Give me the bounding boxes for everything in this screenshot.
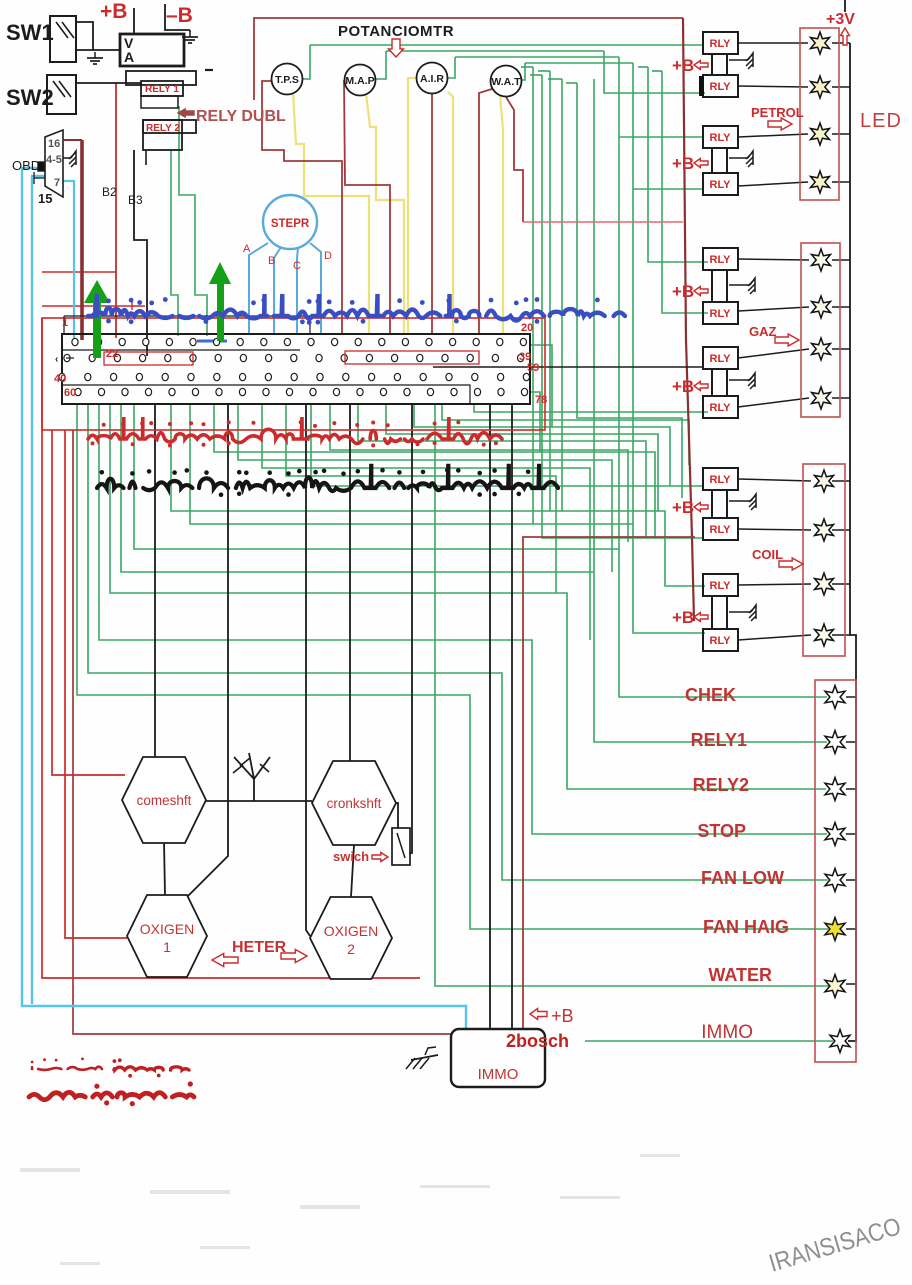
svg-text:40: 40: [54, 373, 66, 385]
svg-text:OBD: OBD: [12, 158, 40, 173]
svg-text:OXIGEN: OXIGEN: [140, 921, 194, 937]
svg-text:cronkshft: cronkshft: [327, 796, 382, 811]
svg-text:A: A: [124, 49, 134, 65]
svg-text:RLY: RLY: [710, 402, 732, 414]
svg-text:RLY: RLY: [710, 580, 732, 592]
svg-text:GAZ: GAZ: [749, 324, 777, 339]
svg-text:RELY2: RELY2: [693, 775, 749, 795]
svg-text:STOP: STOP: [697, 821, 746, 841]
svg-text:+B: +B: [672, 608, 694, 627]
svg-text:RLY: RLY: [710, 38, 732, 50]
svg-text:M.A.P: M.A.P: [345, 75, 374, 87]
svg-text:1: 1: [163, 939, 171, 955]
svg-text:+B: +B: [551, 1006, 574, 1026]
svg-text:A: A: [243, 243, 251, 255]
svg-text:RLY: RLY: [710, 524, 732, 536]
svg-text:SW2: SW2: [6, 85, 54, 110]
svg-text:FAN LOW: FAN LOW: [701, 868, 784, 888]
svg-text:15: 15: [38, 191, 52, 206]
svg-text:+B: +B: [672, 282, 694, 301]
svg-text:2bosch: 2bosch: [506, 1031, 569, 1051]
svg-text:swich: swich: [333, 849, 369, 864]
svg-text:RLY: RLY: [710, 132, 732, 144]
svg-text:LED: LED: [860, 110, 902, 132]
svg-text:WATER: WATER: [708, 965, 772, 985]
svg-text:RLY: RLY: [710, 353, 732, 365]
svg-text:W.A.T: W.A.T: [491, 76, 521, 88]
svg-text:–B: –B: [166, 4, 193, 27]
svg-text:RLY: RLY: [710, 635, 732, 647]
svg-text:B: B: [268, 255, 275, 267]
svg-text:78: 78: [535, 394, 547, 406]
svg-text:20: 20: [521, 322, 533, 334]
svg-text:COIL: COIL: [752, 547, 783, 562]
svg-text:39: 39: [519, 351, 531, 363]
svg-text:60: 60: [64, 387, 76, 399]
svg-text:IMMO: IMMO: [701, 1022, 753, 1043]
svg-text:RELY 2: RELY 2: [146, 123, 180, 134]
svg-text:22: 22: [106, 348, 118, 360]
svg-text:B2: B2: [102, 185, 117, 199]
svg-text:7: 7: [54, 177, 60, 189]
svg-text:HETER: HETER: [232, 939, 287, 956]
svg-text:1: 1: [62, 317, 68, 329]
svg-text:A.I.R: A.I.R: [420, 73, 444, 85]
svg-text:‹: ‹: [55, 354, 58, 365]
svg-text:CHEK: CHEK: [685, 685, 736, 705]
svg-text:PETROL: PETROL: [751, 105, 804, 120]
svg-text:RLY: RLY: [710, 254, 732, 266]
svg-text:59: 59: [527, 362, 539, 374]
svg-text:+3V: +3V: [826, 11, 855, 28]
svg-text:T.P.S: T.P.S: [275, 74, 299, 86]
svg-text:RLY: RLY: [710, 81, 732, 93]
svg-text:16: 16: [48, 138, 60, 150]
svg-text:RLY: RLY: [710, 474, 732, 486]
svg-text:B3: B3: [128, 193, 143, 207]
svg-text:+B: +B: [672, 56, 694, 75]
svg-text:RELY1: RELY1: [691, 730, 747, 750]
svg-text:FAN HAIG: FAN HAIG: [703, 917, 789, 937]
svg-text:D: D: [324, 250, 332, 262]
svg-text:4-5: 4-5: [46, 154, 62, 166]
svg-text:+B: +B: [672, 377, 694, 396]
svg-text:RELY 1: RELY 1: [145, 84, 179, 95]
svg-text:+B: +B: [100, 0, 127, 23]
svg-text:STEPR: STEPR: [271, 218, 310, 230]
svg-text:comeshft: comeshft: [137, 793, 192, 808]
svg-text:2: 2: [347, 941, 355, 957]
svg-text:V: V: [124, 35, 134, 51]
svg-text:POTANCIOMTR: POTANCIOMTR: [338, 23, 454, 40]
svg-text:IMMO: IMMO: [478, 1066, 519, 1083]
svg-text:RLY: RLY: [710, 179, 732, 191]
svg-text:RELY DUBL: RELY DUBL: [196, 108, 286, 125]
svg-text:RLY: RLY: [710, 308, 732, 320]
svg-text:+B: +B: [672, 498, 694, 517]
svg-text:C: C: [293, 260, 301, 272]
svg-text:SW1: SW1: [6, 20, 54, 45]
svg-text:+B: +B: [672, 154, 694, 173]
svg-text:OXIGEN: OXIGEN: [324, 923, 378, 939]
